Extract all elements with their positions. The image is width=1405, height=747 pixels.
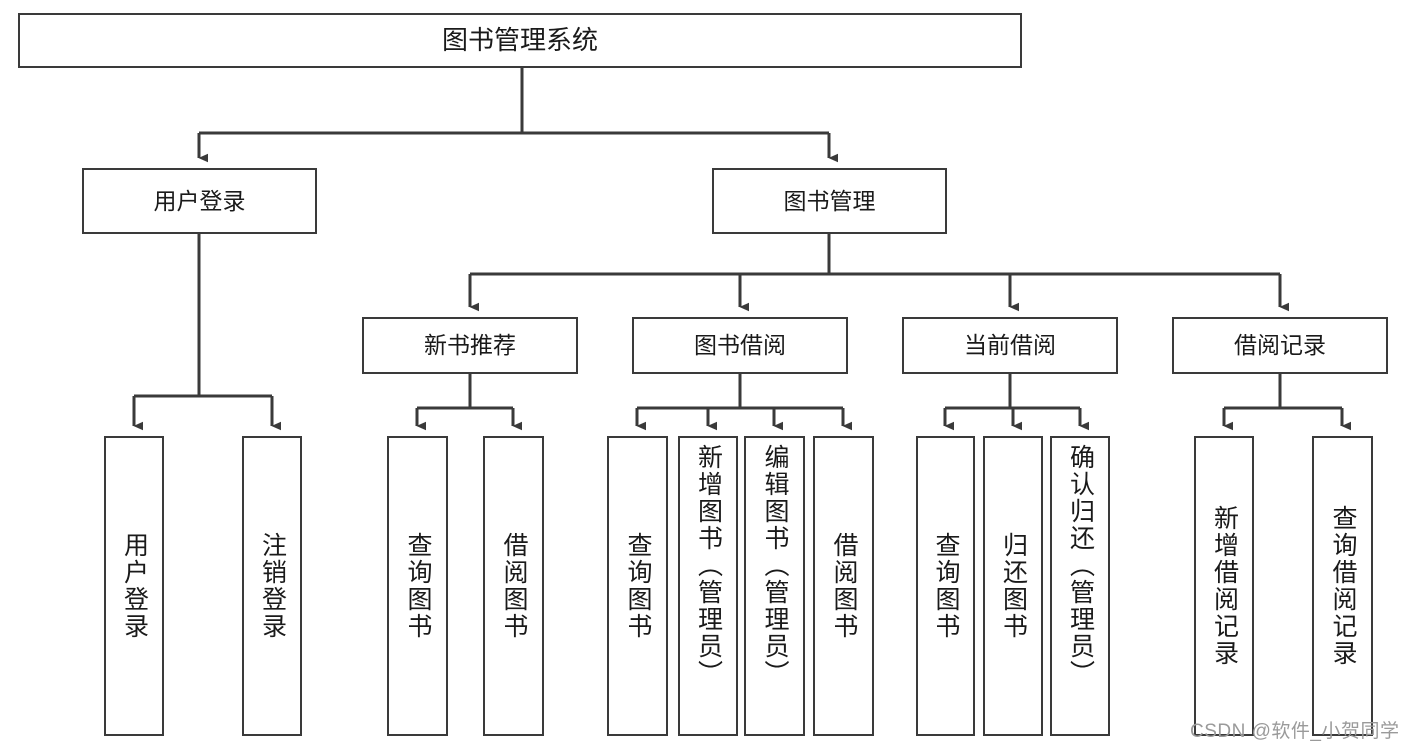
leaf-query-book-borrow[interactable]: 查询图书 bbox=[607, 436, 668, 736]
leaf-query-book-current[interactable]: 查询图书 bbox=[916, 436, 975, 736]
leaf-borrow-book-borrow[interactable]: 借阅图书 bbox=[813, 436, 874, 736]
leaf-borrow-book-newbook[interactable]: 借阅图书 bbox=[483, 436, 544, 736]
csdn-watermark: CSDN @软件_小贺同学 bbox=[1190, 721, 1400, 742]
leaf-confirm-return-admin[interactable]: 确认归还（管理员） bbox=[1050, 436, 1110, 736]
node-book-management[interactable]: 图书管理 bbox=[712, 168, 947, 234]
leaf-add-borrow-record[interactable]: 新增借阅记录 bbox=[1194, 436, 1254, 736]
leaf-return-book[interactable]: 归还图书 bbox=[983, 436, 1043, 736]
node-borrow-record[interactable]: 借阅记录 bbox=[1172, 317, 1388, 374]
leaf-user-login[interactable]: 用户登录 bbox=[104, 436, 164, 736]
node-book-borrow[interactable]: 图书借阅 bbox=[632, 317, 848, 374]
leaf-logout-login[interactable]: 注销登录 bbox=[242, 436, 302, 736]
node-new-book-recommend[interactable]: 新书推荐 bbox=[362, 317, 578, 374]
leaf-query-borrow-record[interactable]: 查询借阅记录 bbox=[1312, 436, 1373, 736]
node-user-login[interactable]: 用户登录 bbox=[82, 168, 317, 234]
node-root-system[interactable]: 图书管理系统 bbox=[18, 13, 1022, 68]
leaf-edit-book-admin[interactable]: 编辑图书（管理员） bbox=[744, 436, 805, 736]
leaf-add-book-admin[interactable]: 新增图书（管理员） bbox=[678, 436, 738, 736]
leaf-query-book-newbook[interactable]: 查询图书 bbox=[387, 436, 448, 736]
node-current-borrow[interactable]: 当前借阅 bbox=[902, 317, 1118, 374]
